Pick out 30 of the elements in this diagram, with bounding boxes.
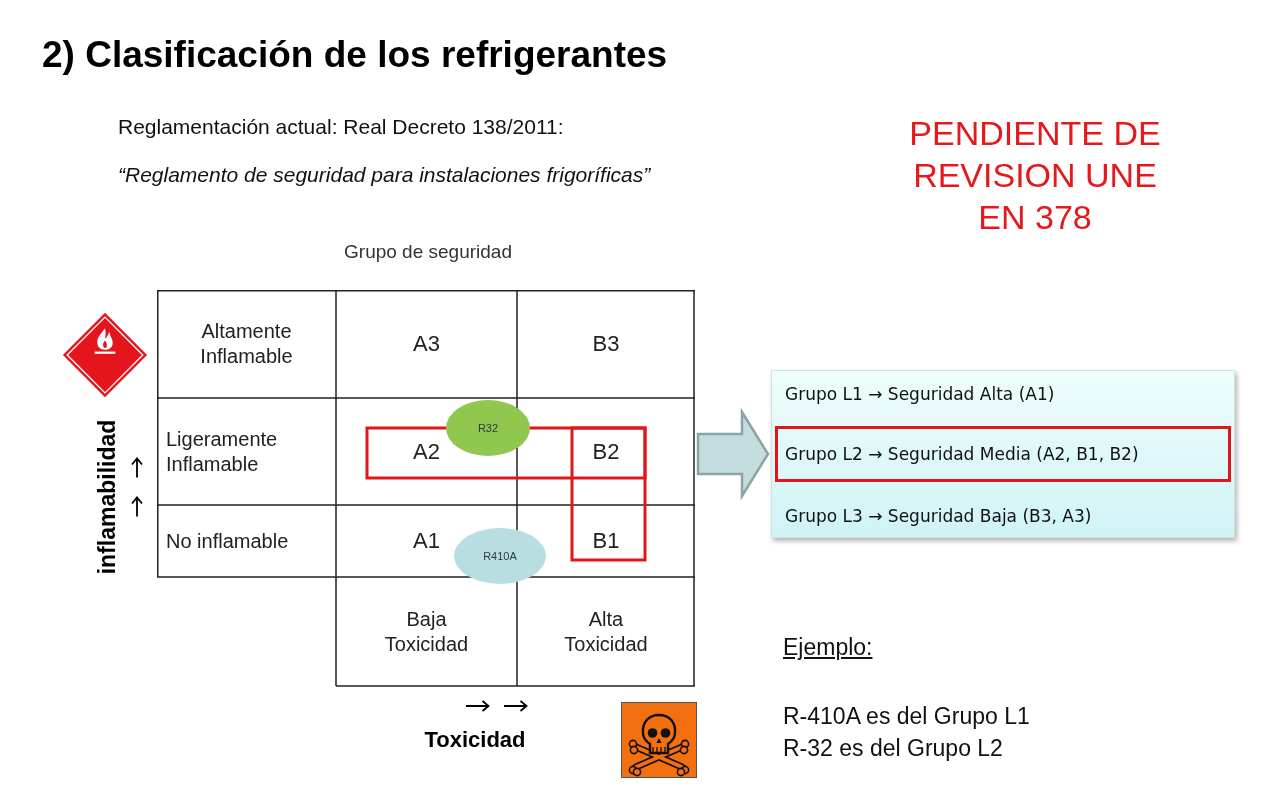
regulation-title: “Reglamento de seguridad para instalaciones frigoríficas”	[118, 162, 651, 188]
group-row-text: Grupo L1 → Seguridad Alta (A1)	[785, 383, 1055, 406]
column-header: Baja Toxicidad	[383, 606, 470, 657]
row-header: Ligeramente Inflamable	[166, 426, 279, 477]
row-header: No inflamable	[166, 528, 289, 554]
safety-group-code: A3	[413, 330, 440, 358]
example-text: R-32 es del Grupo L2	[783, 734, 1003, 762]
example-heading: Ejemplo:	[783, 633, 873, 661]
safety-group-code: B2	[592, 437, 620, 466]
safety-group-code: A1	[413, 527, 440, 555]
axis-title: Toxicidad	[424, 727, 526, 753]
subtitle: Reglamentación actual: Real Decreto 138/2011:	[118, 114, 564, 140]
column-header: Alta Toxicidad	[563, 606, 649, 657]
revision-notice: PENDIENTE DE REVISION UNE EN 378	[908, 113, 1162, 238]
safety-group-code: A2	[413, 437, 440, 466]
block-arrow	[696, 407, 770, 501]
axis-title: inflamabilidad	[93, 419, 121, 575]
refrigerant-ellipse: R32	[446, 400, 530, 456]
group-panel	[771, 370, 1235, 538]
highlight-row	[775, 426, 1231, 482]
safety-group-code: B3	[592, 330, 620, 358]
column-group-header: Grupo de seguridad	[344, 240, 512, 264]
classification-table	[157, 290, 695, 687]
group-row-text: Grupo L2 → Seguridad Media (A2, B1, B2)	[785, 443, 1139, 466]
slide-title: 2) Clasificación de los refrigerantes	[42, 33, 668, 77]
row-header: Altamente Inflamable	[199, 319, 294, 369]
group-row-text: Grupo L3 → Seguridad Baja (B3, A3)	[785, 505, 1092, 528]
example-text: R-410A es del Grupo L1	[783, 702, 1030, 730]
refrigerant-ellipse: R410A	[454, 528, 546, 584]
safety-group-code: B1	[592, 527, 620, 555]
